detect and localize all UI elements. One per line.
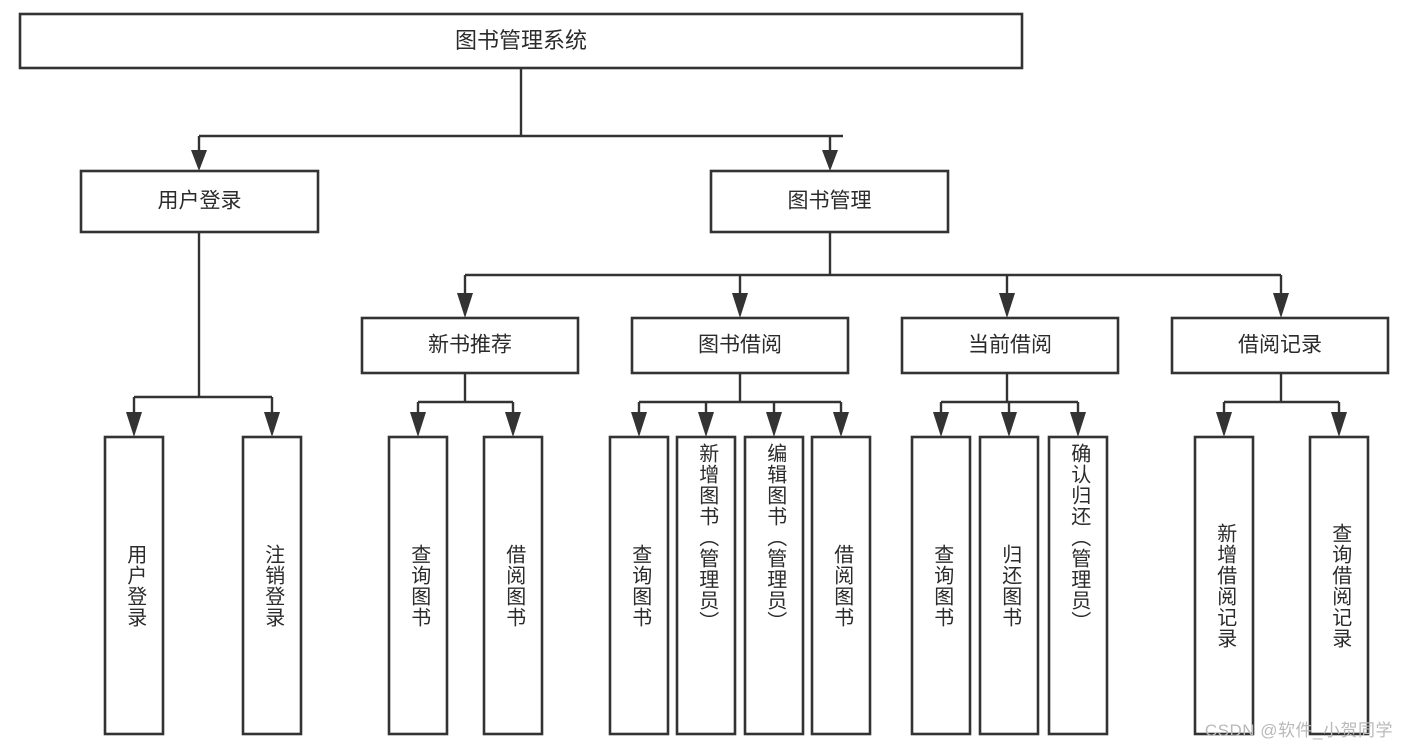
node-leaf-newbook-borrow-book[interactable] <box>482 435 544 736</box>
arrowhead-new-book-recommend <box>457 293 473 318</box>
node-leaf-user-login[interactable] <box>103 435 165 736</box>
node-leaf-bb-query-book[interactable] <box>608 435 670 736</box>
node-root-label: 图书管理系统 <box>455 28 587 53</box>
node-layer: 图书管理系统 用户登录 图书管理 新书推荐 图书借阅 当前借阅 借阅记录 <box>18 12 1390 736</box>
node-current-borrow[interactable] <box>900 316 1120 375</box>
node-new-book-recommend[interactable] <box>360 316 580 375</box>
arrowhead-leaf-bb-add <box>698 412 714 437</box>
node-book-borrow[interactable] <box>630 316 850 375</box>
node-leaf-bb-borrow-book[interactable] <box>810 435 872 736</box>
node-leaf-newbook-query-book[interactable] <box>387 435 449 736</box>
node-book-manage[interactable] <box>709 169 950 234</box>
node-user-login[interactable] <box>79 169 320 234</box>
arrowhead-user-login <box>191 150 207 171</box>
node-borrow-record[interactable] <box>1170 316 1390 375</box>
node-user-login-label: 用户登录 <box>158 190 242 213</box>
node-leaf-bb-add-book-admin[interactable] <box>675 435 737 736</box>
node-leaf-cb-confirm-return-admin[interactable] <box>1047 435 1109 736</box>
arrowhead-borrow-record <box>1273 293 1289 318</box>
node-leaf-bb-edit-book-admin[interactable] <box>743 435 805 736</box>
node-leaf-logout[interactable] <box>241 435 303 736</box>
arrowhead-leaf-newbook-borrow <box>505 412 521 437</box>
connector-layer <box>126 68 1347 437</box>
arrowhead-leaf-newbook-query <box>410 412 426 437</box>
arrowhead-leaf-bb-borrow <box>833 412 849 437</box>
node-leaf-cb-query-book[interactable] <box>910 435 972 736</box>
node-book-borrow-label: 图书借阅 <box>698 334 782 357</box>
node-leaf-br-query-record[interactable] <box>1308 435 1370 736</box>
node-leaf-br-add-record[interactable] <box>1193 435 1255 736</box>
node-new-book-recommend-label: 新书推荐 <box>428 334 512 357</box>
arrowhead-leaf-cb-return <box>1001 412 1017 437</box>
arrowhead-leaf-bb-query <box>631 412 647 437</box>
arrowhead-current-borrow <box>999 293 1015 318</box>
arrowhead-book-manage <box>822 150 838 171</box>
node-book-manage-label: 图书管理 <box>788 190 872 213</box>
node-leaf-cb-return-book[interactable] <box>978 435 1040 736</box>
node-root-book-system[interactable] <box>18 12 1024 70</box>
node-current-borrow-label: 当前借阅 <box>968 334 1052 357</box>
arrowhead-leaf-br-add <box>1216 412 1232 437</box>
arrowhead-book-borrow <box>732 293 748 318</box>
arrowhead-leaf-logout <box>264 412 280 437</box>
arrowhead-leaf-user-login <box>126 412 142 437</box>
node-borrow-record-label: 借阅记录 <box>1238 334 1322 357</box>
arrowhead-leaf-cb-confirm <box>1070 412 1086 437</box>
arrowhead-leaf-bb-edit <box>766 412 782 437</box>
arrowhead-leaf-cb-query <box>933 412 949 437</box>
arrowhead-leaf-br-query <box>1331 412 1347 437</box>
